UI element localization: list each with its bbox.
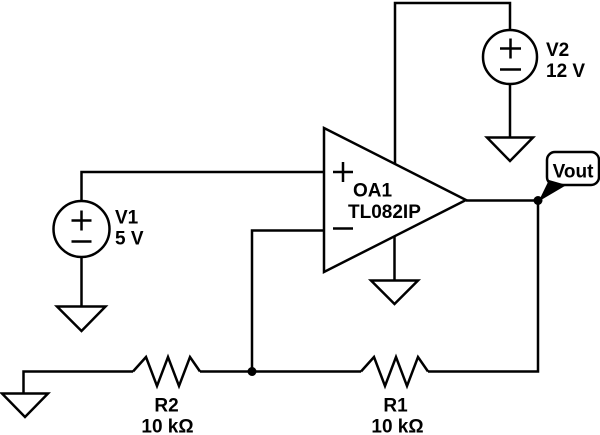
feedback-junction-dot-icon — [247, 367, 257, 376]
wire-v2-to-opamp-vplus — [393, 1, 512, 164]
wire-r1-to-output — [428, 200, 540, 373]
v2-ground-icon — [484, 136, 536, 163]
vout-flag-box-icon — [545, 150, 600, 187]
opamp-noninverting-plus-icon — [333, 162, 353, 182]
wire-v1-to-noninverting-input — [80, 170, 324, 201]
vout-net-flag: Vout — [538, 150, 600, 202]
v1-designator-label: V1 — [115, 208, 139, 229]
opamp-triangle-icon — [322, 125, 469, 275]
resistor-r2-icon — [132, 353, 202, 390]
r1-value-label: 10 kΩ — [371, 417, 423, 435]
vout-label: Vout — [553, 162, 594, 183]
v1-value-label: 5 V — [115, 229, 144, 250]
r2-designator-label: R2 — [154, 396, 178, 417]
wire-left-ground-to-r2 — [22, 370, 133, 393]
voltage-source-v1: V1 5 V — [52, 199, 144, 259]
vout-flag-pointer-icon — [538, 180, 567, 202]
resistor-r1-icon — [360, 353, 430, 390]
wire-feedback-to-inverting-input — [250, 229, 324, 372]
v2-plus-icon — [500, 38, 521, 59]
opamp-part-label: TL082IP — [348, 202, 421, 223]
r1-designator-label: R1 — [383, 396, 408, 417]
opamp-oa1: OA1 TL082IP — [322, 125, 469, 275]
left-ground-icon — [0, 392, 51, 419]
r2-value-label: 10 kΩ — [141, 417, 193, 435]
v1-ground-icon — [53, 305, 109, 333]
opamp-ground-icon — [367, 279, 422, 306]
v1-plus-icon — [71, 210, 92, 231]
v2-designator-label: V2 — [546, 40, 569, 61]
voltage-source-v2: V2 12 V — [481, 28, 585, 86]
opamp-designator-label: OA1 — [353, 181, 393, 202]
v2-value-label: 12 V — [546, 61, 585, 82]
